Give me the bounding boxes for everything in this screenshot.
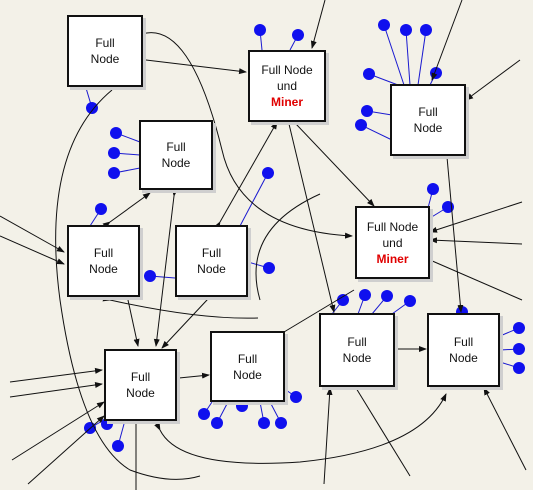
node-label-line1: Full xyxy=(418,105,438,119)
full-node-6[interactable]: Full Node xyxy=(319,313,395,387)
node-label-line2: und xyxy=(276,79,298,93)
node-label-line1: Full xyxy=(95,36,115,50)
node-label-line2: Node xyxy=(89,262,118,276)
miner-label: Miner xyxy=(376,251,409,266)
full-node-1[interactable]: Full Node xyxy=(67,15,143,87)
node-label-line2: Node xyxy=(161,156,191,170)
full-node-3[interactable]: Full Node xyxy=(390,84,466,156)
node-label-line2: Node xyxy=(342,351,372,365)
node-label-line1: Full xyxy=(201,246,222,260)
full-node-9[interactable]: Full Node xyxy=(104,349,177,421)
node-label-line2: Node xyxy=(449,351,478,365)
full-node-8[interactable]: Full Node xyxy=(210,331,285,402)
node-label-line2: Node xyxy=(197,262,226,276)
node-label-line1: Full xyxy=(93,246,114,260)
node-label-line2: Node xyxy=(126,386,155,400)
node-label-line1: Full xyxy=(237,351,258,366)
full-node-5[interactable]: Full Node xyxy=(175,225,248,297)
node-label-line1: Full xyxy=(166,140,186,154)
node-label-line2: Node xyxy=(233,367,262,382)
node-label-line1: Full xyxy=(453,335,474,349)
full-node-2[interactable]: Full Node xyxy=(139,120,213,190)
full-node-4[interactable]: Full Node xyxy=(67,225,140,297)
node-label-line2: und xyxy=(382,235,403,250)
miner-label: Miner xyxy=(270,95,303,109)
full-node-miner-2[interactable]: Full Node und Miner xyxy=(355,206,430,279)
node-label-line1: Full xyxy=(130,370,151,384)
node-label-line2: Node xyxy=(413,121,443,135)
node-label-line1: Full xyxy=(347,335,367,349)
node-label-line1: Full Node xyxy=(366,219,419,234)
full-node-7[interactable]: Full Node xyxy=(427,313,500,387)
full-node-miner-1[interactable]: Full Node und Miner xyxy=(248,50,326,122)
node-label-line1: Full Node xyxy=(261,63,313,77)
node-label-line2: Node xyxy=(90,52,120,66)
